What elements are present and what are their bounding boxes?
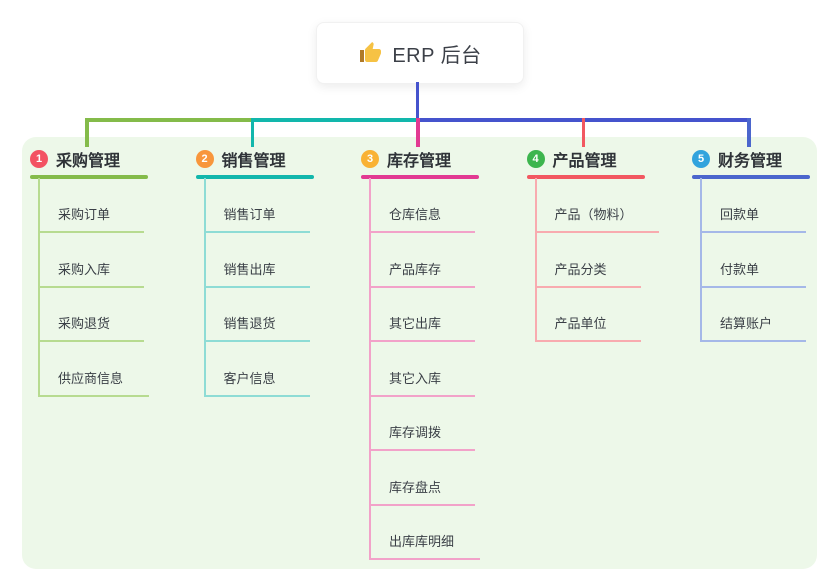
branch-underline-5 — [692, 175, 810, 179]
branch-node-label: 产品管理 — [552, 153, 617, 170]
child-node-label: 仓库信息 — [389, 207, 442, 222]
child-node-label: 客户信息 — [223, 370, 276, 386]
child-node-label: 供应商信息 — [58, 370, 124, 386]
child-node[interactable]: 出库库明细 — [369, 531, 481, 560]
thumb-cuff — [360, 50, 365, 62]
connector-root-stem — [415, 82, 419, 122]
branch-underline-3 — [361, 175, 479, 179]
child-node-label: 采购订单 — [58, 207, 111, 222]
branch-number-badge: 5 — [692, 150, 710, 168]
branch-number-badge: 1 — [30, 150, 48, 168]
child-node[interactable]: 采购退货 — [38, 313, 144, 342]
root-node-title: ERP 后台 — [392, 44, 482, 67]
child-node[interactable]: 销售订单 — [203, 204, 310, 233]
child-node-label: 销售退货 — [223, 316, 276, 331]
child-node[interactable]: 仓库信息 — [369, 204, 475, 233]
child-node-label: 结算账户 — [720, 316, 773, 331]
child-node[interactable]: 客户信息 — [203, 368, 310, 397]
connector-children-vline-4 — [534, 178, 537, 342]
connector-branch-drop-1 — [85, 118, 89, 147]
branch-underline-2 — [195, 175, 314, 179]
child-node[interactable]: 采购订单 — [38, 204, 144, 233]
branch-underline-4 — [526, 175, 645, 179]
child-node-label: 采购退货 — [58, 316, 111, 331]
branch-node-5[interactable]: 5 财务管理 — [692, 148, 782, 170]
child-node[interactable]: 产品单位 — [534, 313, 641, 342]
branch-node-label: 销售管理 — [221, 153, 286, 170]
child-node[interactable]: 销售出库 — [203, 259, 310, 288]
branch-underline-1 — [30, 175, 148, 179]
branch-node-4[interactable]: 4 产品管理 — [526, 148, 617, 170]
connector-children-vline-3 — [369, 178, 371, 560]
connector-children-vline-5 — [700, 178, 702, 342]
branch-node-1[interactable]: 1 采购管理 — [30, 148, 120, 170]
child-node-label: 销售订单 — [223, 207, 276, 222]
child-node-label: 产品单位 — [554, 316, 607, 331]
connector-branch-drop-5 — [747, 118, 751, 147]
child-node-label: 产品库存 — [389, 261, 442, 277]
child-node-label: 回款单 — [720, 207, 760, 222]
child-node-label: 产品（物料） — [554, 207, 633, 222]
child-node[interactable]: 采购入库 — [38, 259, 144, 288]
child-node-label: 库存调拨 — [389, 425, 442, 440]
branch-node-2[interactable]: 2 销售管理 — [195, 148, 286, 170]
branch-number-badge: 4 — [526, 150, 545, 168]
child-node[interactable]: 库存盘点 — [369, 477, 475, 506]
child-node[interactable]: 回款单 — [700, 204, 806, 233]
child-node-label: 其它出库 — [389, 316, 442, 331]
branch-number-badge: 3 — [361, 150, 379, 168]
child-node[interactable]: 结算账户 — [700, 313, 806, 342]
thumbs-up-icon — [358, 41, 382, 65]
child-node-label: 销售出库 — [223, 261, 276, 277]
child-node[interactable]: 产品库存 — [369, 259, 475, 288]
branch-node-label: 库存管理 — [387, 153, 452, 170]
child-node[interactable]: 产品（物料） — [534, 204, 659, 233]
thumb-hand — [365, 42, 382, 62]
child-node[interactable]: 供应商信息 — [38, 368, 150, 397]
child-node-label: 产品分类 — [554, 261, 607, 277]
child-node-label: 其它入库 — [389, 370, 442, 386]
connector-bus-segment-1 — [85, 118, 251, 122]
branch-node-label: 采购管理 — [56, 153, 121, 170]
child-node-label: 付款单 — [720, 261, 760, 277]
child-node-label: 出库库明细 — [389, 534, 455, 549]
child-node-label: 库存盘点 — [389, 479, 442, 495]
child-node[interactable]: 产品分类 — [534, 259, 641, 288]
branch-number-badge: 2 — [195, 150, 214, 168]
child-node[interactable]: 付款单 — [700, 259, 806, 288]
connector-branch-drop-4 — [581, 118, 585, 147]
connector-branch-drop-3 — [416, 118, 420, 147]
child-node[interactable]: 其它入库 — [369, 368, 475, 397]
child-node-label: 采购入库 — [58, 261, 111, 277]
connector-branch-drop-2 — [250, 118, 254, 147]
child-node[interactable]: 库存调拨 — [369, 422, 475, 451]
branch-node-label: 财务管理 — [718, 153, 783, 170]
connector-bus-segment-2 — [250, 118, 416, 122]
root-node[interactable]: ERP 后台 — [316, 22, 524, 84]
mindmap-sheet-background — [22, 137, 817, 569]
child-node[interactable]: 销售退货 — [203, 313, 310, 342]
branch-node-3[interactable]: 3 库存管理 — [361, 148, 451, 170]
child-node[interactable]: 其它出库 — [369, 313, 475, 342]
